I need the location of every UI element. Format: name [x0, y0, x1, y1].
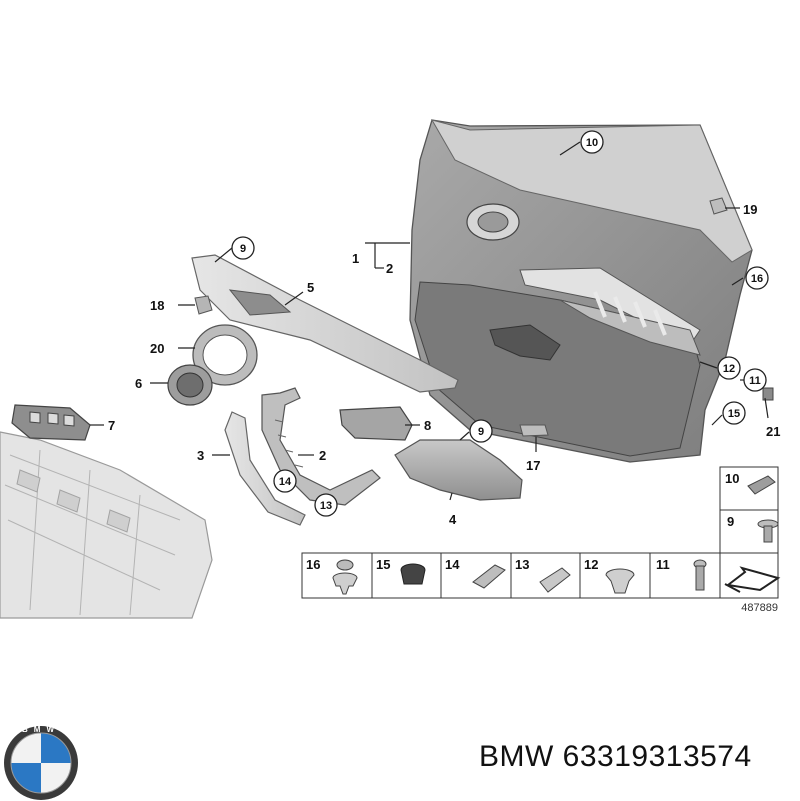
callout-9a: 9: [231, 236, 255, 260]
svg-text:12: 12: [584, 557, 598, 572]
label-19: 19: [743, 202, 757, 217]
callout-13: 13: [314, 493, 338, 517]
part-17-clip: [519, 424, 549, 437]
label-8: 8: [424, 418, 431, 433]
svg-text:13: 13: [320, 500, 332, 512]
svg-text:9: 9: [727, 514, 734, 529]
part-18-clip: [194, 295, 213, 315]
svg-text:10: 10: [586, 137, 598, 149]
svg-text:14: 14: [279, 476, 292, 488]
svg-text:BMW: BMW: [22, 725, 60, 734]
armrest: [394, 439, 523, 501]
part-21-square: [762, 387, 774, 401]
svg-text:15: 15: [728, 408, 740, 420]
svg-text:15: 15: [376, 557, 390, 572]
callout-15: 15: [722, 401, 746, 425]
bottom-parts-table: 16 15 14 13 12 11: [301, 552, 781, 599]
label-18: 18: [150, 298, 164, 313]
door-trim-panel: [409, 119, 753, 463]
callout-9b: 9: [469, 419, 493, 443]
speaker: [167, 364, 213, 406]
svg-text:9: 9: [478, 426, 484, 438]
svg-text:9: 9: [240, 243, 246, 255]
svg-text:11: 11: [749, 375, 761, 387]
reference-number: 487889: [741, 602, 778, 614]
svg-text:16: 16: [306, 557, 320, 572]
switch-panel: [339, 406, 413, 441]
label-2a: 2: [386, 261, 393, 276]
callout-16: 16: [745, 266, 769, 290]
window-switch-block: [11, 404, 91, 441]
svg-text:16: 16: [751, 273, 763, 285]
label-7: 7: [108, 418, 115, 433]
door-inner-shell: [0, 431, 213, 619]
grab-handle: [224, 411, 306, 526]
label-21: 21: [766, 424, 780, 439]
label-4: 4: [449, 512, 457, 527]
label-6: 6: [135, 376, 142, 391]
speaker-ring: [192, 324, 258, 386]
label-1: 1: [352, 251, 359, 266]
label-2b: 2: [319, 448, 326, 463]
svg-text:14: 14: [445, 557, 460, 572]
svg-text:10: 10: [725, 471, 739, 486]
label-17: 17: [526, 458, 540, 473]
callout-12: 12: [717, 356, 741, 380]
svg-text:12: 12: [723, 363, 735, 375]
bmw-logo-icon: BMW: [4, 725, 78, 800]
callout-14: 14: [273, 469, 297, 493]
svg-text:13: 13: [515, 557, 529, 572]
callout-10: 10: [580, 130, 604, 154]
svg-text:11: 11: [656, 557, 670, 572]
label-3: 3: [197, 448, 204, 463]
callout-11: 11: [743, 368, 767, 392]
label-20: 20: [150, 341, 164, 356]
side-parts-table: 10 9: [719, 466, 779, 554]
part-19-clip: [709, 197, 728, 215]
brand-part-number: BMW 63319313574: [479, 740, 752, 773]
label-5: 5: [307, 280, 314, 295]
trim-strip: [191, 254, 459, 393]
